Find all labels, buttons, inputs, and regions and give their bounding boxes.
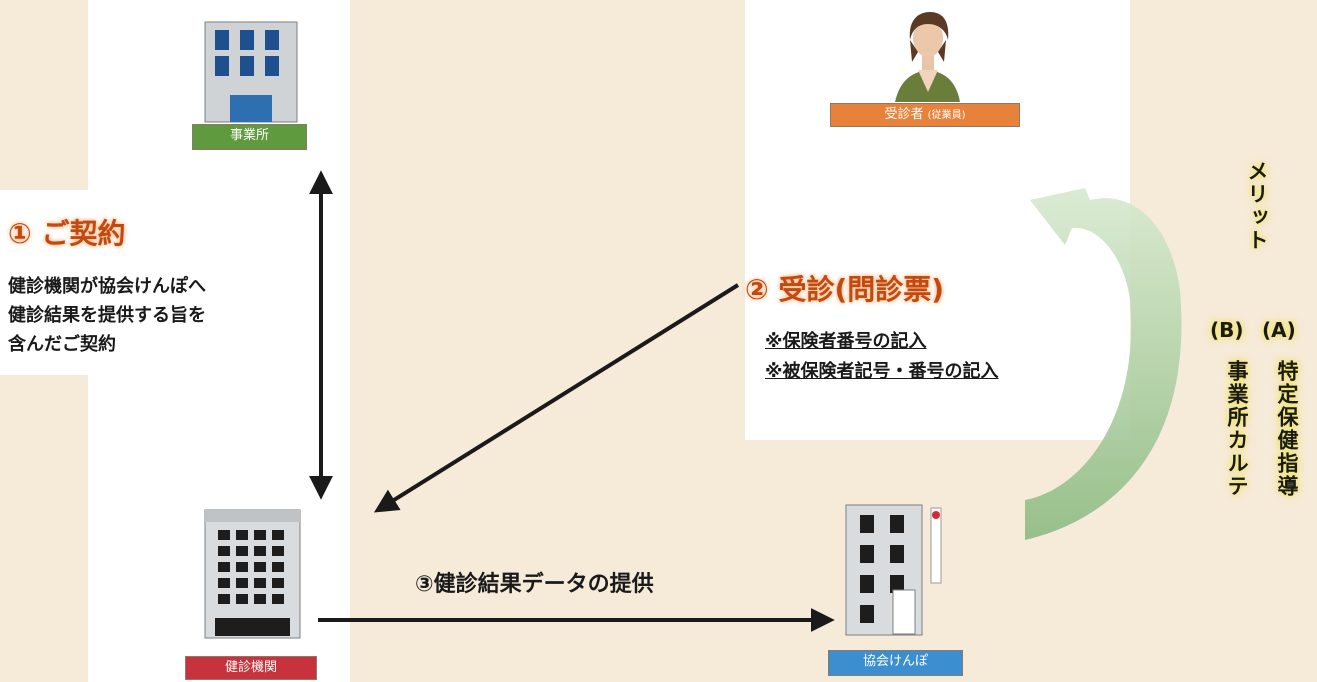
office-building-icon bbox=[204, 21, 298, 123]
examinee-label-note: (従業員) bbox=[927, 110, 966, 121]
step1-panel bbox=[0, 190, 300, 375]
examinee-label: 受診者 (従業員) bbox=[830, 103, 1020, 127]
merit-title: メリット bbox=[1245, 160, 1269, 252]
step1-title: ① ご契約 bbox=[8, 217, 126, 250]
kyokai-building-icon bbox=[845, 504, 942, 636]
step1-desc-line: 含んだご契約 bbox=[8, 334, 116, 355]
clinic-label: 健診機関 bbox=[185, 656, 317, 680]
step1-desc: 健診機関が協会けんぽへ 健診結果を提供する旨を 含んだご契約 bbox=[8, 272, 206, 359]
merit-b-label: (B) bbox=[1210, 318, 1244, 342]
step2-desc-line: ※保険者番号の記入 bbox=[765, 331, 927, 352]
merit-arrow bbox=[1025, 188, 1182, 540]
exam-arrow bbox=[373, 283, 740, 513]
step2-title: ② 受診(問診票) bbox=[745, 273, 945, 306]
step1-desc-line: 健診結果を提供する旨を bbox=[8, 305, 206, 326]
clinic-building-icon bbox=[204, 509, 301, 639]
step2-desc: ※保険者番号の記入 ※被保険者記号・番号の記入 bbox=[765, 327, 999, 387]
step3-title: ③健診結果データの提供 bbox=[415, 572, 654, 597]
merit-a-text: 特定保健指導 bbox=[1275, 360, 1299, 498]
kyokai-label: 協会けんぽ bbox=[828, 650, 963, 676]
merit-a-label: (A) bbox=[1262, 318, 1296, 342]
merit-b-text: 事業所カルテ bbox=[1225, 360, 1249, 498]
step2-desc-line: ※被保険者記号・番号の記入 bbox=[765, 361, 999, 382]
step1-desc-line: 健診機関が協会けんぽへ bbox=[8, 276, 206, 297]
office-label: 事業所 bbox=[192, 124, 307, 150]
examinee-label-main: 受診者 bbox=[884, 107, 924, 122]
examinee-person-icon bbox=[895, 12, 960, 102]
